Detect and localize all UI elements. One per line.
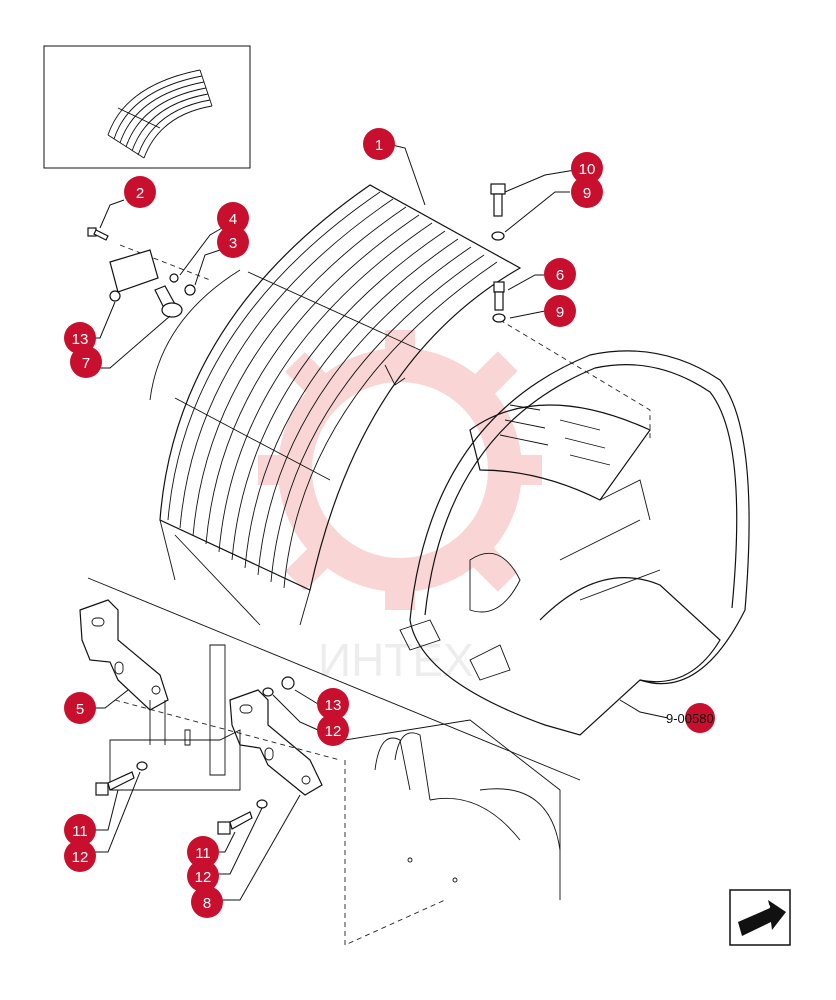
callout-11-right: 11 — [187, 836, 219, 868]
bracket-part-5 — [79, 599, 169, 711]
hardware — [87, 183, 506, 835]
callout-12-left: 12 — [64, 840, 96, 872]
reference-code: 9-00580 — [666, 703, 715, 733]
washer-12-icon — [262, 687, 274, 697]
callout-13-lower: 13 — [317, 688, 349, 720]
leader-lines — [80, 144, 669, 901]
callout-6: 6 — [544, 258, 576, 290]
svg-text:9-00580: 9-00580 — [666, 711, 714, 726]
bolt-11-right-icon — [217, 811, 253, 835]
washer-4-icon — [169, 273, 179, 283]
washer-12-left-icon — [136, 761, 148, 771]
thumbnail-box — [43, 45, 251, 169]
watermark: ИНТЕХ — [258, 330, 542, 686]
callouts: 1 2 4 3 13 7 10 9 6 9 5 13 12 11 12 11 1… — [64, 128, 603, 918]
callout-9: 9 — [571, 176, 603, 208]
nut-13-lower-icon — [281, 676, 295, 690]
cab-lower-outline — [344, 719, 561, 900]
callout-7: 7 — [70, 346, 102, 378]
watermark-text: ИНТЕХ — [318, 634, 474, 686]
svg-text:9: 9 — [556, 304, 564, 321]
svg-text:12: 12 — [72, 849, 89, 866]
callout-10: 10 — [571, 152, 603, 184]
svg-text:5: 5 — [76, 701, 84, 718]
callout-13: 13 — [64, 322, 96, 354]
callout-12-right: 12 — [317, 714, 349, 746]
callout-5: 5 — [64, 692, 96, 724]
guard-thumbnail-icon — [107, 69, 213, 159]
washer-9-icon — [491, 231, 505, 241]
callout-9-lower: 9 — [544, 295, 576, 327]
bolt-11-left-icon — [95, 771, 135, 796]
svg-text:10: 10 — [579, 161, 596, 178]
callout-1: 1 — [363, 128, 395, 160]
svg-text:13: 13 — [72, 331, 89, 348]
svg-text:9: 9 — [583, 185, 591, 202]
spacer-6-icon — [493, 281, 505, 311]
callout-8: 8 — [191, 886, 223, 918]
svg-text:11: 11 — [195, 845, 211, 862]
assembly-dash-lines — [114, 244, 651, 946]
svg-text:12: 12 — [325, 723, 342, 740]
bolt-10-icon — [490, 183, 506, 217]
construction-lines — [87, 269, 581, 781]
callout-3: 3 — [217, 226, 249, 258]
svg-text:4: 4 — [229, 211, 237, 228]
svg-text:11: 11 — [72, 823, 88, 840]
next-page-button[interactable] — [729, 889, 791, 946]
watermark-gear-icon — [258, 330, 542, 610]
svg-text:13: 13 — [325, 697, 342, 714]
grille-guard — [159, 184, 522, 626]
svg-text:7: 7 — [82, 355, 90, 372]
next-page-arrow-icon — [738, 900, 786, 936]
rubber-bumper-7-icon — [154, 285, 183, 318]
svg-text:3: 3 — [229, 235, 237, 252]
svg-text:8: 8 — [203, 895, 211, 912]
svg-text:2: 2 — [136, 185, 144, 202]
callout-12-bottom: 12 — [187, 860, 219, 892]
bolt-2-icon — [87, 227, 109, 241]
nut-13-icon — [109, 290, 121, 302]
mounting-plate — [109, 249, 159, 293]
nut-3-icon — [184, 284, 196, 296]
washer-9-lower-icon — [492, 313, 506, 323]
callout-11-left: 11 — [64, 814, 96, 846]
callout-4: 4 — [217, 202, 249, 234]
svg-text:1: 1 — [375, 137, 383, 154]
svg-text:12: 12 — [195, 869, 212, 886]
cab-frame — [399, 350, 750, 736]
washer-12-right-icon — [256, 799, 268, 809]
svg-text:6: 6 — [556, 267, 564, 284]
callout-2: 2 — [124, 176, 156, 208]
